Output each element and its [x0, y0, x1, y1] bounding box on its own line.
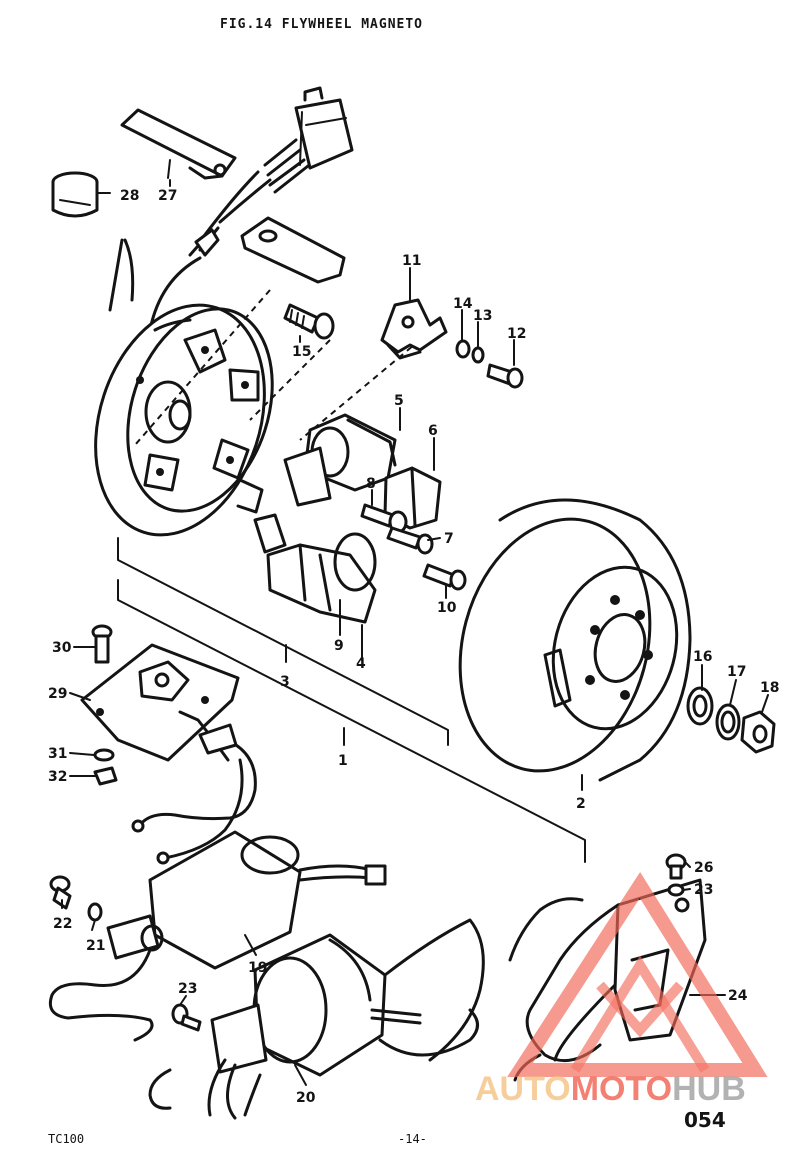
label-15: 15	[292, 344, 311, 360]
screw-23-left-part	[171, 1003, 202, 1032]
label-21: 21	[86, 938, 105, 954]
label-6: 6	[428, 423, 438, 439]
washer-16-part	[686, 686, 714, 726]
label-7: 7	[444, 531, 454, 547]
label-11: 11	[402, 253, 421, 269]
label-29: 29	[48, 686, 67, 702]
pickup-cover-part	[240, 216, 346, 284]
label-17: 17	[727, 664, 746, 680]
watermark-logo	[507, 871, 768, 1077]
screw-10-part	[422, 563, 467, 591]
screw-15-part	[283, 303, 335, 340]
label-27: 27	[158, 188, 177, 204]
label-31: 31	[48, 746, 67, 762]
label-8: 8	[366, 476, 376, 492]
label-13: 13	[473, 308, 492, 324]
regulator-lead	[138, 743, 257, 860]
washer-13-part	[471, 346, 485, 364]
ignition-coil-part	[253, 513, 377, 624]
unit-20-lead	[148, 1068, 172, 1110]
washer-14-part	[455, 339, 471, 359]
screw-7-part	[386, 526, 434, 555]
screw-26-part	[665, 853, 687, 880]
drawing-code: 054	[684, 1108, 726, 1132]
nut-32-part	[93, 766, 118, 786]
label-32: 32	[48, 769, 67, 785]
label-4: 4	[356, 656, 366, 672]
regulator-plate-part	[80, 643, 240, 762]
label-26: 26	[694, 860, 713, 876]
lighting-coil-part	[283, 413, 397, 507]
assembly-bracket-lines	[117, 537, 586, 863]
label-10: 10	[437, 600, 457, 616]
model-code: TC100	[48, 1132, 84, 1146]
wire-connector-part	[188, 86, 354, 257]
leader-lines	[61, 179, 769, 1086]
label-30: 30	[52, 640, 72, 656]
label-3: 3	[280, 674, 290, 690]
lock-washer-17-part	[715, 703, 741, 741]
rubber-cap-part	[51, 171, 111, 218]
label-12: 12	[507, 326, 526, 342]
ignition-coil-19-part	[48, 830, 387, 1042]
label-20: 20	[296, 1090, 316, 1106]
cover-strip-part	[120, 108, 237, 180]
page-number: -14-	[398, 1132, 427, 1146]
label-22: 22	[53, 916, 72, 932]
label-23-right: 23	[694, 882, 713, 898]
label-28: 28	[120, 188, 139, 204]
label-9: 9	[334, 638, 344, 654]
flywheel-rotor-part	[458, 498, 692, 782]
stator-base-plate	[94, 303, 274, 537]
screw-22-part	[49, 875, 72, 910]
label-23-left: 23	[178, 981, 197, 997]
label-1: 1	[338, 753, 348, 769]
label-5: 5	[394, 393, 404, 409]
lead-wire	[108, 238, 202, 332]
screw-8-part	[360, 503, 408, 534]
contact-breaker-part	[380, 298, 448, 360]
unit-20-part	[207, 918, 485, 1120]
watermark-text: AUTOMOTOHUB	[475, 1070, 746, 1108]
washer-31-part	[93, 748, 115, 762]
nut-18-part	[740, 710, 776, 754]
label-18: 18	[760, 680, 779, 696]
label-16: 16	[693, 649, 712, 665]
washer-23-right-part	[667, 883, 685, 897]
label-19: 19	[248, 960, 267, 976]
bracket-24-part	[508, 878, 707, 1082]
figure-title: FIG.14 FLYWHEEL MAGNETO	[220, 17, 423, 32]
label-14: 14	[453, 296, 473, 312]
label-24: 24	[728, 988, 748, 1004]
washer-21-part	[87, 902, 103, 922]
label-2: 2	[576, 796, 586, 812]
screw-12-part	[486, 363, 524, 389]
bolt-30-part	[91, 624, 113, 664]
